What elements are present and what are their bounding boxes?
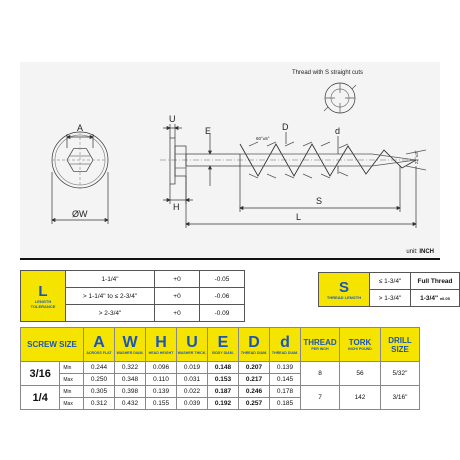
header-a: A ACROSS FLAT <box>83 327 115 362</box>
min-label: Min <box>59 361 84 374</box>
tork-cell: 142 <box>339 385 381 410</box>
header-screw-size: SCREW SIZE <box>20 327 84 362</box>
tol-minus: -0.09 <box>199 304 245 322</box>
thread-range: ≤ 1-3/4" <box>369 272 411 290</box>
dim-l: L <box>185 166 417 228</box>
spec-table: SCREW SIZE A ACROSS FLAT W WASHER DIAM. … <box>19 327 420 410</box>
spec-value-cell: 0.250 <box>83 373 115 386</box>
screw-side-view <box>160 137 420 185</box>
spec-value-cell: 0.322 <box>114 361 146 374</box>
thread-cut-view <box>323 82 357 114</box>
dim-d-minor-label: d <box>335 126 340 136</box>
dim-s: S <box>239 166 401 212</box>
dim-h-label: H <box>173 202 180 212</box>
dim-a-label: A <box>77 123 83 133</box>
angle-note-label: 60°±5° <box>256 136 270 141</box>
spec-value-cell: 0.022 <box>176 385 208 398</box>
spec-value-cell: 0.139 <box>145 385 177 398</box>
dim-u-label: U <box>169 114 176 124</box>
screw-size-cell: 3/16 <box>19 361 61 386</box>
spec-value-cell: 0.019 <box>176 361 208 374</box>
spec-value-cell: 0.185 <box>269 397 301 410</box>
thread-length-table: S THREAD LENGTH ≤ 1-3/4" Full Thread > 1… <box>318 272 460 307</box>
max-label: Max <box>59 373 84 386</box>
spec-value-cell: 0.398 <box>114 385 146 398</box>
tol-plus: +0 <box>154 287 200 305</box>
tol-minus: -0.06 <box>199 287 245 305</box>
dim-h: H <box>163 176 193 212</box>
thread-range: > 1-3/4" <box>369 289 411 307</box>
head-end-view: A ØW <box>51 123 109 224</box>
length-tolerance-table: L LENGTH TOLERANCE 1-1/4" +0 -0.05 > 1-1… <box>20 270 245 322</box>
header-d-minor: d THREAD DIAM. <box>269 327 301 362</box>
spec-value-cell: 0.244 <box>83 361 115 374</box>
thread-cell: 8 <box>300 361 340 386</box>
dim-e: E <box>205 126 213 186</box>
dim-e-label: E <box>205 126 211 136</box>
dim-u: U <box>163 114 182 138</box>
spec-value-cell: 0.031 <box>176 373 208 386</box>
spec-value-cell: 0.096 <box>145 361 177 374</box>
tork-cell: 56 <box>339 361 381 386</box>
tol-plus: +0 <box>154 304 200 322</box>
technical-drawing: Thread with S straight cuts A ØW <box>20 62 440 260</box>
drill-cell: 5/32" <box>380 361 420 386</box>
drill-cell: 3/16" <box>380 385 420 410</box>
header-drill-size: DRILL SIZE <box>380 327 420 362</box>
header-e: E BODY DIAM. <box>207 327 239 362</box>
spec-header-row: SCREW SIZE A ACROSS FLAT W WASHER DIAM. … <box>20 327 420 362</box>
unit-note: unit: INCH <box>406 249 434 255</box>
thread-length-header: S THREAD LENGTH <box>318 272 370 307</box>
tol-range: > 1-1/4" to ≤ 2-3/4" <box>65 287 155 305</box>
spec-value-cell: 0.312 <box>83 397 115 410</box>
header-w: W WASHER DIAM. <box>114 327 146 362</box>
screw-drawing-svg: Thread with S straight cuts A ØW <box>51 70 427 228</box>
screw-size-cell: 1/4 <box>19 385 61 410</box>
spec-value-cell: 0.432 <box>114 397 146 410</box>
tol-minus: -0.05 <box>199 270 245 288</box>
thread-value: 1-3/4" ±0.05 <box>410 289 460 307</box>
spec-value-cell: 0.155 <box>145 397 177 410</box>
tip-angle-label: 22°±3° <box>414 150 419 164</box>
spec-value-cell: 0.257 <box>238 397 270 410</box>
min-label: Min <box>59 385 84 398</box>
spec-value-cell: 0.139 <box>269 361 301 374</box>
header-u: U WASHER THICK. <box>176 327 208 362</box>
tol-plus: +0 <box>154 270 200 288</box>
dim-d-major-label: D <box>282 122 289 132</box>
thread-note-label: Thread with S straight cuts <box>292 70 363 76</box>
spec-value-cell: 0.207 <box>238 361 270 374</box>
header-thread: THREAD PER INCH <box>300 327 340 362</box>
dim-w-label: ØW <box>72 209 88 219</box>
spec-value-cell: 0.192 <box>207 397 239 410</box>
dim-l-label: L <box>296 212 301 222</box>
spec-value-cell: 0.178 <box>269 385 301 398</box>
length-tolerance-header: L LENGTH TOLERANCE <box>20 270 66 322</box>
spec-value-cell: 0.110 <box>145 373 177 386</box>
dim-d-minor: d <box>335 126 340 174</box>
dim-s-label: S <box>316 196 322 206</box>
tol-range: 1-1/4" <box>65 270 155 288</box>
spec-value-cell: 0.153 <box>207 373 239 386</box>
header-h: H HEAD HEIGHT <box>145 327 177 362</box>
header-d-major: D THREAD DIAM. <box>238 327 270 362</box>
spec-value-cell: 0.246 <box>238 385 270 398</box>
max-label: Max <box>59 397 84 410</box>
spec-value-cell: 0.305 <box>83 385 115 398</box>
spec-value-cell: 0.187 <box>207 385 239 398</box>
spec-value-cell: 0.145 <box>269 373 301 386</box>
thread-cell: 7 <box>300 385 340 410</box>
spec-value-cell: 0.348 <box>114 373 146 386</box>
tol-range: > 2-3/4" <box>65 304 155 322</box>
spec-value-cell: 0.039 <box>176 397 208 410</box>
thread-value: Full Thread <box>410 272 460 290</box>
spec-value-cell: 0.217 <box>238 373 270 386</box>
dim-d-major: D 60°±5° <box>256 122 289 144</box>
spec-value-cell: 0.148 <box>207 361 239 374</box>
header-tork: TORK INCH/ POUND <box>339 327 381 362</box>
